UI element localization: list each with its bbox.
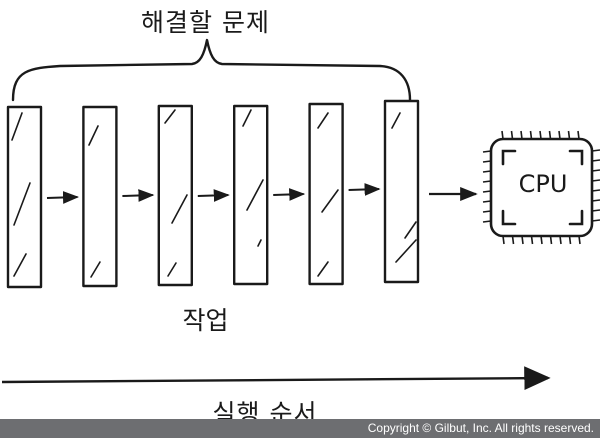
problem-brace xyxy=(11,38,412,102)
arrow-right-icon xyxy=(122,189,155,202)
task-bar xyxy=(383,99,420,284)
cpu-chip-icon xyxy=(482,130,600,245)
task-bar xyxy=(157,104,194,287)
arrow-right-icon xyxy=(348,183,381,196)
task-bar xyxy=(6,105,43,289)
copyright-text: Copyright © Gilbut, Inc. All rights rese… xyxy=(367,421,594,435)
arrow-right-icon xyxy=(273,188,306,201)
cpu-label: CPU xyxy=(518,170,568,198)
task-bar xyxy=(82,105,118,288)
arrow-right-icon xyxy=(46,191,79,204)
task-bar xyxy=(308,102,344,286)
arrow-right-icon xyxy=(197,189,230,202)
task-bars xyxy=(6,99,420,289)
problem-label: 해결할 문제 xyxy=(141,8,270,37)
tasks-label: 작업 xyxy=(182,306,229,335)
flow-arrows xyxy=(46,183,381,204)
copyright-footer: Copyright © Gilbut, Inc. All rights rese… xyxy=(0,419,600,438)
task-bar xyxy=(232,104,269,286)
execution-order-arrow xyxy=(1,366,551,391)
